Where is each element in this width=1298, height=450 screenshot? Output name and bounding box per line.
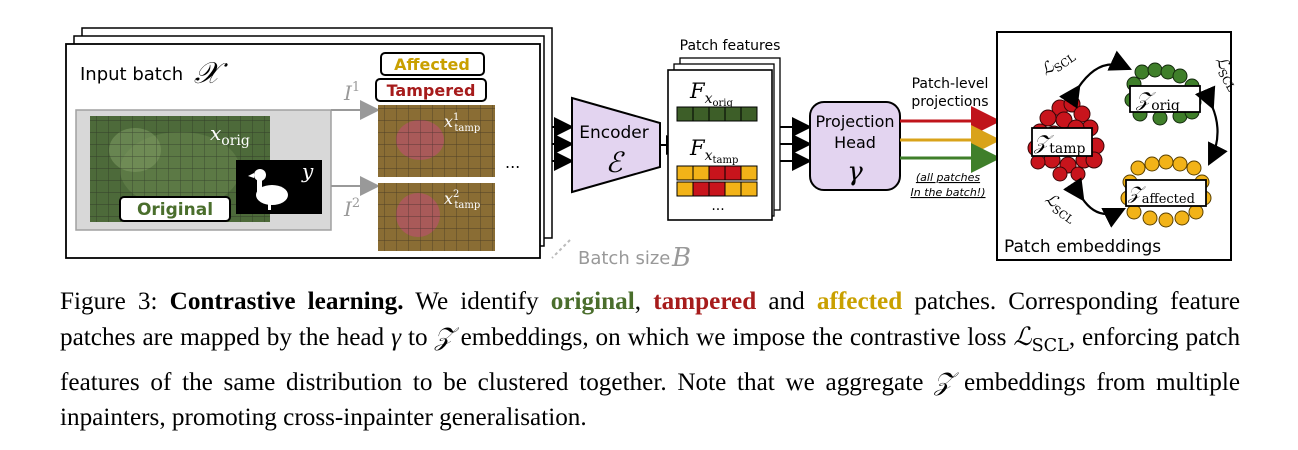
caption-original-word: original xyxy=(550,288,635,315)
caption-text-2: patches. Corresponding feature patches a… xyxy=(60,288,1241,351)
x-orig-label: xorig xyxy=(210,121,250,149)
z-tamp-label: 𝒵tamp xyxy=(1033,130,1085,157)
duck-silhouette-icon xyxy=(248,169,288,210)
figure-diagram: Input batch 𝒳 xorig y Original I1 I2 Aff… xyxy=(65,27,1238,273)
caption-text-1: We identify xyxy=(415,288,539,315)
f-orig-label: Fxorig xyxy=(689,79,733,109)
mask-image xyxy=(236,160,322,214)
encoder-symbol: ℰ xyxy=(606,146,626,179)
caption-tampered-word: tampered xyxy=(653,288,757,315)
affected-tag-label: Affected xyxy=(394,55,470,74)
i2-label: I2 xyxy=(343,196,360,221)
caption-figure-number: Figure 3: xyxy=(60,288,158,315)
caption-title: Contrastive learning. xyxy=(169,288,404,315)
tampered-tag xyxy=(375,78,487,102)
batch-ellipsis: ... xyxy=(505,153,520,172)
z-tamp-box xyxy=(1031,127,1093,157)
i1-label: I1 xyxy=(343,80,360,105)
caption-to-word: to xyxy=(407,324,428,351)
affected-tag xyxy=(380,52,485,76)
input-batch-label: Input batch xyxy=(80,64,183,85)
f-tamp-label: Fxtamp xyxy=(689,136,738,166)
projection-head-symbol: γ xyxy=(847,157,863,187)
loss-arrow-tamp-orig xyxy=(1059,50,1132,109)
batch-size-arrow xyxy=(551,239,571,259)
projection-head-line2: Head xyxy=(834,133,876,152)
caption-z-symbol-2: 𝒵 xyxy=(934,367,954,397)
all-patches-line1: (all patches xyxy=(916,171,980,184)
mask-label: y xyxy=(301,159,314,183)
caption-comma: , xyxy=(634,288,642,315)
patch-embeddings-label: Patch embeddings xyxy=(1004,237,1161,257)
f-tamp-patches xyxy=(676,165,758,197)
loss-arrow-orig-aff xyxy=(1194,85,1228,166)
tampered-image-1 xyxy=(378,105,495,177)
loss-arrow-tamp-aff xyxy=(1063,177,1126,228)
encoder-block xyxy=(571,96,661,194)
projection-head-block xyxy=(809,101,901,191)
original-tag-label: Original xyxy=(137,200,213,220)
z-aff-label: 𝒵affected xyxy=(1127,183,1195,207)
caption-text-5: embeddings from multiple inpainters, pro… xyxy=(60,369,1241,432)
all-patches-line2: In the batch!) xyxy=(910,186,985,199)
caption-and-word: and xyxy=(768,288,805,315)
patch-level-line2: projections xyxy=(911,94,988,110)
caption-text-3: embeddings, on which we impose the contr… xyxy=(460,324,1007,351)
tampered-image-2 xyxy=(378,183,495,251)
z-orig-label: 𝒵orig xyxy=(1135,87,1180,114)
projection-head-line1: Projection xyxy=(815,112,894,131)
caption-affected-word: affected xyxy=(816,288,903,315)
figure-caption: Figure 3: Contrastive learning. We ident… xyxy=(60,284,1240,435)
features-ellipsis: ... xyxy=(711,198,724,214)
z-aff-box xyxy=(1125,179,1207,207)
batch-size-label: Batch size xyxy=(578,248,670,269)
encoder-label: Encoder xyxy=(579,123,649,143)
caption-loss-symbol: ℒSCL xyxy=(1013,322,1069,357)
f-orig-patches xyxy=(676,106,758,122)
caption-text-4: , enforcing patch features of the same d… xyxy=(60,324,1241,397)
tampered-tag-label: Tampered xyxy=(387,81,476,100)
patch-level-line1: Patch-level xyxy=(912,76,989,92)
caption-gamma: γ xyxy=(391,324,402,351)
caption-z-symbol: 𝒵 xyxy=(434,322,454,351)
patch-features-title: Patch features xyxy=(680,38,781,54)
original-tag xyxy=(119,196,231,222)
batch-size-symbol: B xyxy=(671,243,691,273)
